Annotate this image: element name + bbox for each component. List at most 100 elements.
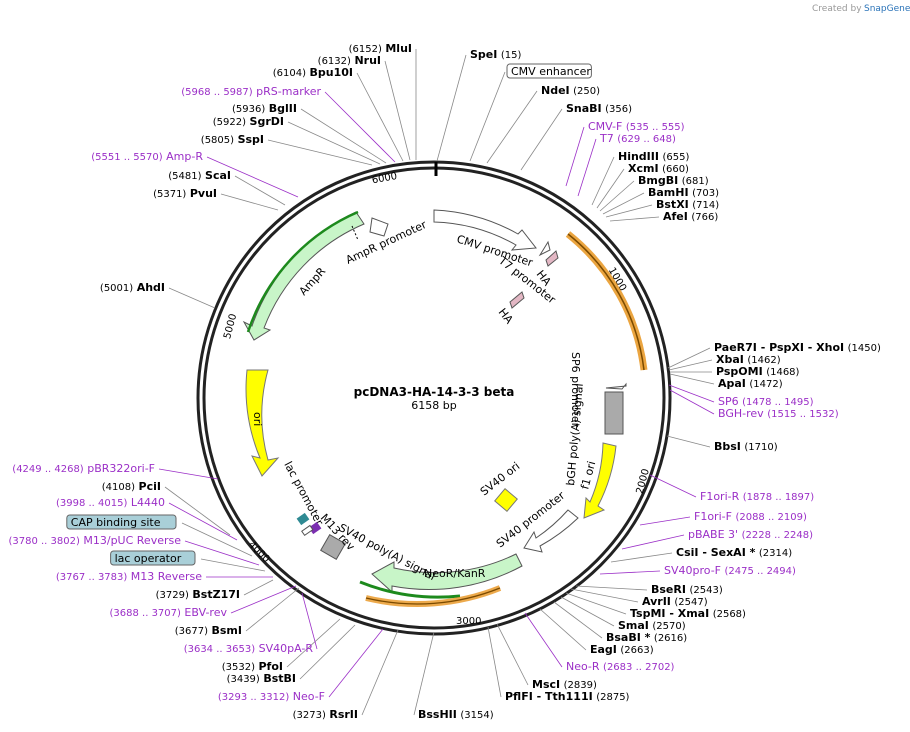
site-label-8[interactable]: (5481) ScaI xyxy=(168,169,231,182)
site-leader-line xyxy=(667,347,711,369)
site-label-1[interactable]: (6132) NruI xyxy=(318,54,381,67)
site-labels: (6152) MluI(6132) NruI(6104) Bpu10I (5968… xyxy=(8,42,881,721)
site-label-31[interactable]: F1ori-F (2088 .. 2109) xyxy=(694,510,807,523)
feature-sv40-ori: SV40 ori xyxy=(478,460,522,499)
lac-promoter-mark xyxy=(301,524,314,537)
site-leader-line xyxy=(486,90,538,164)
site-label-38[interactable]: SmaI (2570) xyxy=(618,619,686,632)
site-label-25[interactable]: PspOMI (1468) xyxy=(716,365,800,378)
site-label-36[interactable]: AvrII (2547) xyxy=(642,595,708,608)
site-label-26[interactable]: ApaI (1472) xyxy=(718,377,783,390)
site-leader-line xyxy=(524,612,563,668)
site-label-17[interactable]: HindIII (655) xyxy=(618,150,689,163)
site-label-16[interactable]: T7 (629 .. 648) xyxy=(599,132,676,145)
site-label-34[interactable]: SV40pro-F (2475 .. 2494) xyxy=(664,564,796,577)
site-label-3[interactable]: (5968 .. 5987) pRS-marker xyxy=(181,85,321,98)
site-label-5[interactable]: (5922) SgrDI xyxy=(213,115,284,128)
site-leader-line xyxy=(286,618,341,668)
site-leader-line xyxy=(300,108,387,164)
site-label-14[interactable]: SnaBI (356) xyxy=(566,102,632,115)
site-leader-line xyxy=(639,516,691,526)
site-label-10[interactable]: (5001) AhdI xyxy=(100,281,165,294)
site-label-28[interactable]: BGH-rev (1515 .. 1532) xyxy=(718,407,839,420)
site-label-50[interactable]: (3677) BsmI xyxy=(175,624,242,637)
bgh-polya-box xyxy=(604,391,624,435)
site-label-19[interactable]: BmgBI (681) xyxy=(638,174,709,187)
site-label-53[interactable]: (3767 .. 3783) M13 Reverse xyxy=(56,570,202,583)
site-label-22[interactable]: AfeI (766) xyxy=(663,210,718,223)
site-label-0[interactable]: (6152) MluI xyxy=(349,42,412,55)
site-label-54[interactable]: lac operator xyxy=(115,552,182,565)
tick-4000: 4000 xyxy=(246,539,272,565)
site-label-11[interactable]: SpeI (15) xyxy=(470,48,521,61)
site-label-12[interactable]: CMV enhancer xyxy=(511,65,591,78)
site-label-46[interactable]: (3293 .. 3312) Neo-F xyxy=(218,690,325,703)
site-label-57[interactable]: (3998 .. 4015) L4440 xyxy=(56,496,165,509)
site-label-56[interactable]: CAP binding site xyxy=(71,516,161,529)
feature-box xyxy=(110,550,196,566)
site-leader-line xyxy=(469,71,506,162)
site-label-6[interactable]: (5805) SspI xyxy=(201,133,264,146)
feature-f1-ori: f1 ori xyxy=(578,460,598,491)
plasmid-size: 6158 bp xyxy=(411,399,456,412)
site-label-35[interactable]: BseRI (2543) xyxy=(651,583,723,596)
sv40-promoter-arrow xyxy=(523,509,579,553)
site-label-2[interactable]: (6104) Bpu10I xyxy=(273,66,353,79)
ori-arrow xyxy=(245,369,280,477)
site-label-4[interactable]: (5936) BglII xyxy=(232,102,297,115)
sv40-polya-box xyxy=(320,534,346,560)
site-leader-line xyxy=(200,558,266,572)
site-leader-line xyxy=(328,628,384,698)
site-label-32[interactable]: pBABE 3' (2228 .. 2248) xyxy=(688,528,813,541)
site-leader-line xyxy=(184,540,260,566)
site-label-15[interactable]: CMV-F (535 .. 555) xyxy=(588,120,685,133)
site-leader-line xyxy=(356,72,404,162)
site-label-58[interactable]: (4108) PciI xyxy=(102,480,161,493)
site-label-9[interactable]: (5371) PvuI xyxy=(153,187,217,200)
site-label-44[interactable]: BssHII (3154) xyxy=(418,708,494,721)
site-label-13[interactable]: NdeI (250) xyxy=(541,84,600,97)
site-label-47[interactable]: (3439) BstBI xyxy=(227,672,296,685)
site-label-29[interactable]: BbsI (1710) xyxy=(714,440,778,453)
site-leader-line xyxy=(287,121,381,165)
primer-mark xyxy=(308,521,322,535)
site-label-24[interactable]: XbaI (1462) xyxy=(716,353,781,366)
site-label-37[interactable]: TspMI - XmaI (2568) xyxy=(630,607,746,620)
site-leader-line xyxy=(168,502,238,541)
site-label-21[interactable]: BstXI (714) xyxy=(656,198,719,211)
site-leader-line xyxy=(206,156,299,198)
site-leader-line xyxy=(605,204,653,218)
site-label-33[interactable]: CsiI - SexAI * (2314) xyxy=(676,546,792,559)
site-leader-line xyxy=(520,108,563,171)
site-label-52[interactable]: (3729) BstZ17I xyxy=(156,588,240,601)
site-label-59[interactable]: (4249 .. 4268) pBR322ori-F xyxy=(12,462,155,475)
site-label-39[interactable]: BsaBI * (2616) xyxy=(606,631,687,644)
backbone-inner xyxy=(202,166,666,630)
site-leader-line xyxy=(666,435,711,448)
site-label-42[interactable]: MscI (2839) xyxy=(532,678,597,691)
feature-ori: ori xyxy=(251,412,264,426)
site-label-7[interactable]: (5551 .. 5570) Amp-R xyxy=(91,150,203,163)
ampr-break xyxy=(351,225,359,241)
site-label-48[interactable]: (3532) PfoI xyxy=(222,660,283,673)
site-label-20[interactable]: BamHI (703) xyxy=(648,186,719,199)
site-label-41[interactable]: Neo-R (2683 .. 2702) xyxy=(566,660,675,673)
tick-6000: 6000 xyxy=(371,171,398,186)
site-label-23[interactable]: PaeR7I - PspXI - XhoI (1450) xyxy=(714,341,881,354)
site-label-18[interactable]: XcmI (660) xyxy=(628,162,689,175)
site-label-51[interactable]: (3688 .. 3707) EBV-rev xyxy=(110,606,228,619)
site-label-43[interactable]: PflFI - Tth111I (2875) xyxy=(505,690,630,703)
site-label-55[interactable]: (3780 .. 3802) M13/pUC Reverse xyxy=(8,534,181,547)
site-label-40[interactable]: EagI (2663) xyxy=(590,643,654,656)
site-leader-line xyxy=(164,486,231,536)
site-leader-line xyxy=(565,126,585,187)
site-label-30[interactable]: F1ori-R (1878 .. 1897) xyxy=(700,490,814,503)
site-label-49[interactable]: (3634 .. 3653) SV40pA-R xyxy=(184,642,314,655)
site-label-45[interactable]: (3273) RsrII xyxy=(293,708,358,721)
site-leader-line xyxy=(413,631,435,716)
site-leader-line xyxy=(553,601,603,639)
neo-orange-line xyxy=(365,587,501,605)
site-label-27[interactable]: SP6 (1478 .. 1495) xyxy=(718,395,814,408)
site-leader-line xyxy=(560,596,615,627)
